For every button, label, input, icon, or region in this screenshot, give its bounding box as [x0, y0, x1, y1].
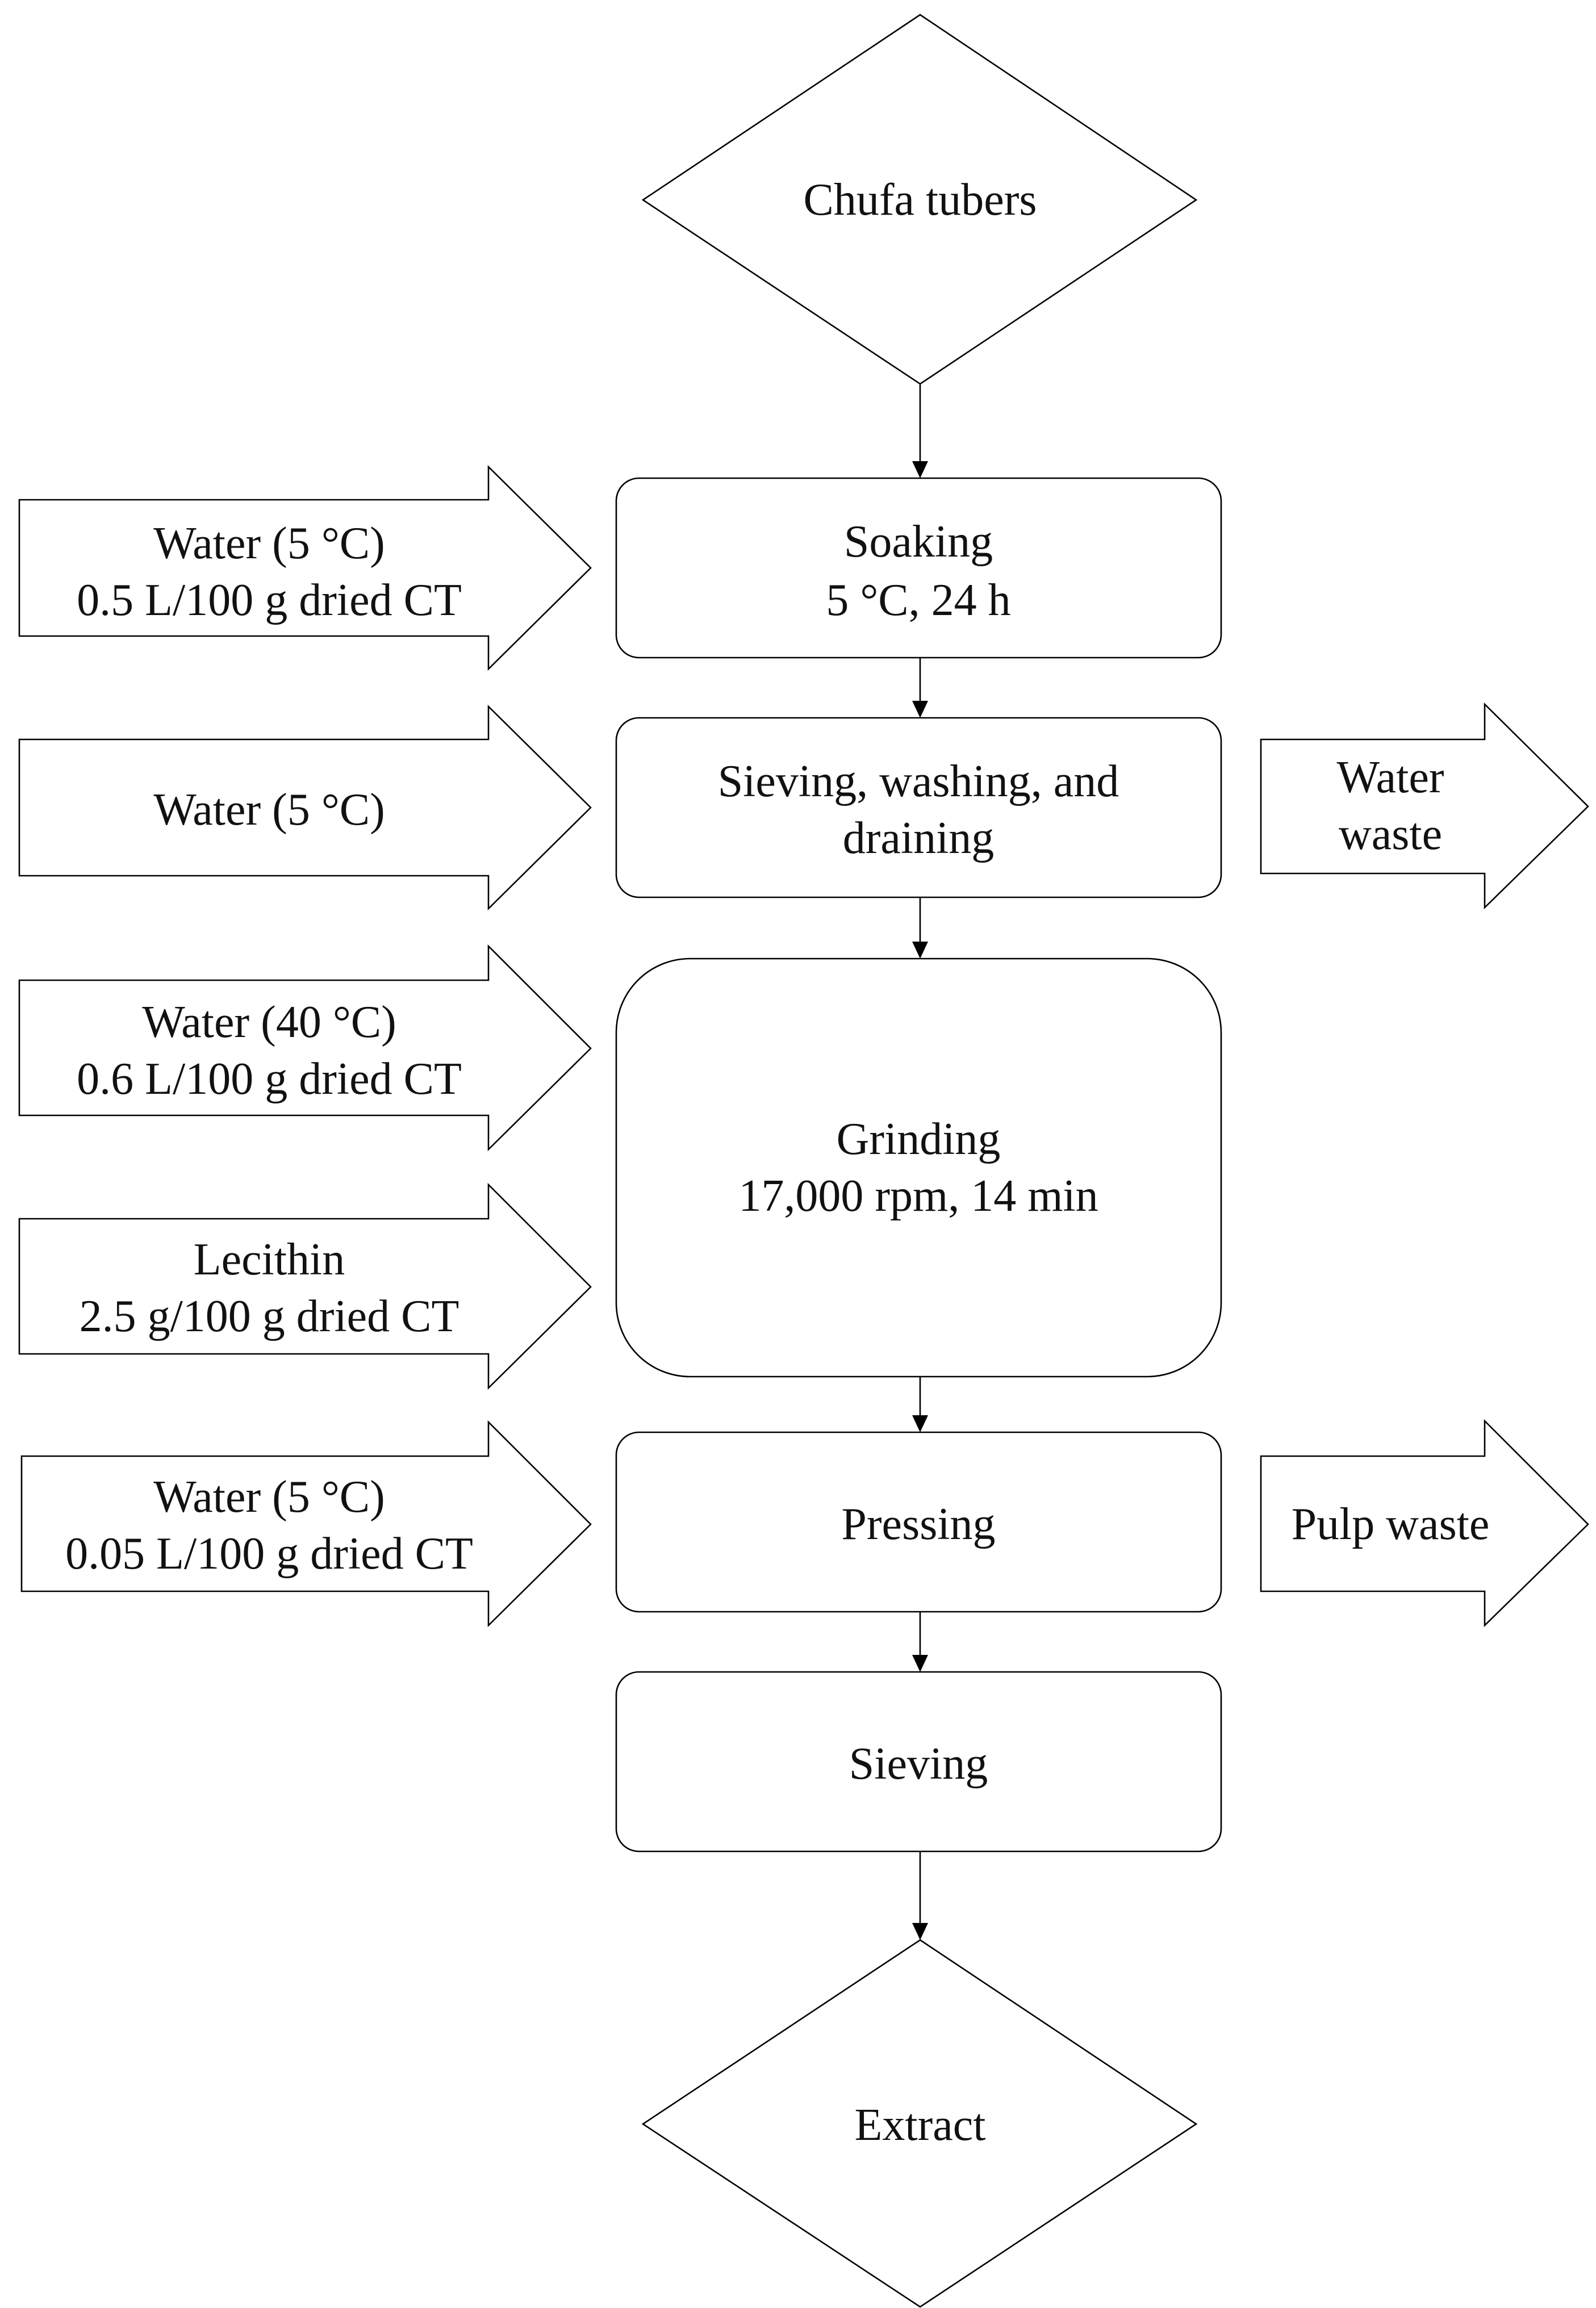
output-pulp-waste: Pulp waste [1260, 1419, 1589, 1628]
input-lecithin-amount: 2.5 g/100 g dried CT [80, 1291, 459, 1341]
connector-washing-to-grinding [912, 897, 928, 959]
step-sieving-title: Sieving [849, 1739, 988, 1789]
step-grinding: Grinding 17,000 rpm, 14 min [615, 958, 1222, 1378]
connector-start-to-soaking [912, 384, 928, 478]
input-arrow-shape [18, 704, 592, 911]
connector-soaking-to-washing [912, 658, 928, 718]
input-wash-water-label: Water (5 °C) [153, 785, 385, 835]
input-arrow-shape [18, 1182, 592, 1390]
output-arrow-shape [1260, 1419, 1589, 1628]
input-soak-water-label: Water (5 °C) [153, 519, 385, 568]
step-sieving: Sieving [615, 1671, 1222, 1853]
step-grinding-box [615, 958, 1222, 1378]
input-grind-water-label: Water (40 °C) [142, 997, 396, 1047]
input-lecithin: Lecithin 2.5 g/100 g dried CT [18, 1182, 592, 1390]
input-press-water-label: Water (5 °C) [153, 1472, 385, 1522]
input-lecithin-label: Lecithin [194, 1235, 345, 1285]
step-soaking: Soaking 5 °C, 24 h [615, 477, 1222, 659]
step-grinding-conditions: 17,000 rpm, 14 min [738, 1171, 1098, 1221]
input-grind-water: Water (40 °C) 0.6 L/100 g dried CT [18, 944, 592, 1152]
input-soak-water: Water (5 °C) 0.5 L/100 g dried CT [18, 465, 592, 671]
step-sieving-box [615, 1671, 1222, 1853]
step-pressing-box [615, 1431, 1222, 1613]
output-water-waste: Water waste [1260, 702, 1589, 910]
output-arrow-shape [1260, 702, 1589, 910]
step-pressing: Pressing [615, 1431, 1222, 1613]
input-arrow-shape [18, 944, 592, 1152]
end-diamond [641, 1939, 1198, 2308]
step-soaking-title: Soaking [844, 517, 993, 567]
output-pulp-waste-label: Pulp waste [1292, 1499, 1490, 1549]
input-soak-water-amount: 0.5 L/100 g dried CT [77, 575, 462, 625]
connector-grinding-to-pressing [912, 1377, 928, 1432]
input-wash-water: Water (5 °C) [18, 704, 592, 911]
start-node: Chufa tubers [641, 14, 1198, 385]
output-water-waste-label-2: waste [1339, 809, 1442, 859]
end-node: Extract [641, 1939, 1198, 2308]
step-sieving-washing-box [615, 717, 1222, 898]
step-sieving-washing-title-2: draining [843, 813, 995, 863]
step-soaking-box [615, 477, 1222, 659]
step-grinding-title: Grinding [837, 1114, 1001, 1164]
step-sieving-washing-title: Sieving, washing, and [718, 756, 1119, 806]
start-label: Chufa tubers [803, 175, 1037, 225]
end-label: Extract [855, 2100, 986, 2150]
step-soaking-conditions: 5 °C, 24 h [826, 575, 1010, 625]
connector-pressing-to-sieving [912, 1612, 928, 1672]
step-pressing-title: Pressing [841, 1499, 995, 1549]
connector-sieving-to-extract [912, 1851, 928, 1940]
input-arrow-shape [18, 465, 592, 671]
input-grind-water-amount: 0.6 L/100 g dried CT [77, 1054, 462, 1104]
input-press-water: Water (5 °C) 0.05 L/100 g dried CT [20, 1420, 592, 1628]
output-water-waste-label: Water [1337, 752, 1444, 802]
input-arrow-shape [20, 1420, 592, 1628]
input-press-water-amount: 0.05 L/100 g dried CT [65, 1529, 473, 1579]
step-sieving-washing: Sieving, washing, and draining [615, 717, 1222, 898]
